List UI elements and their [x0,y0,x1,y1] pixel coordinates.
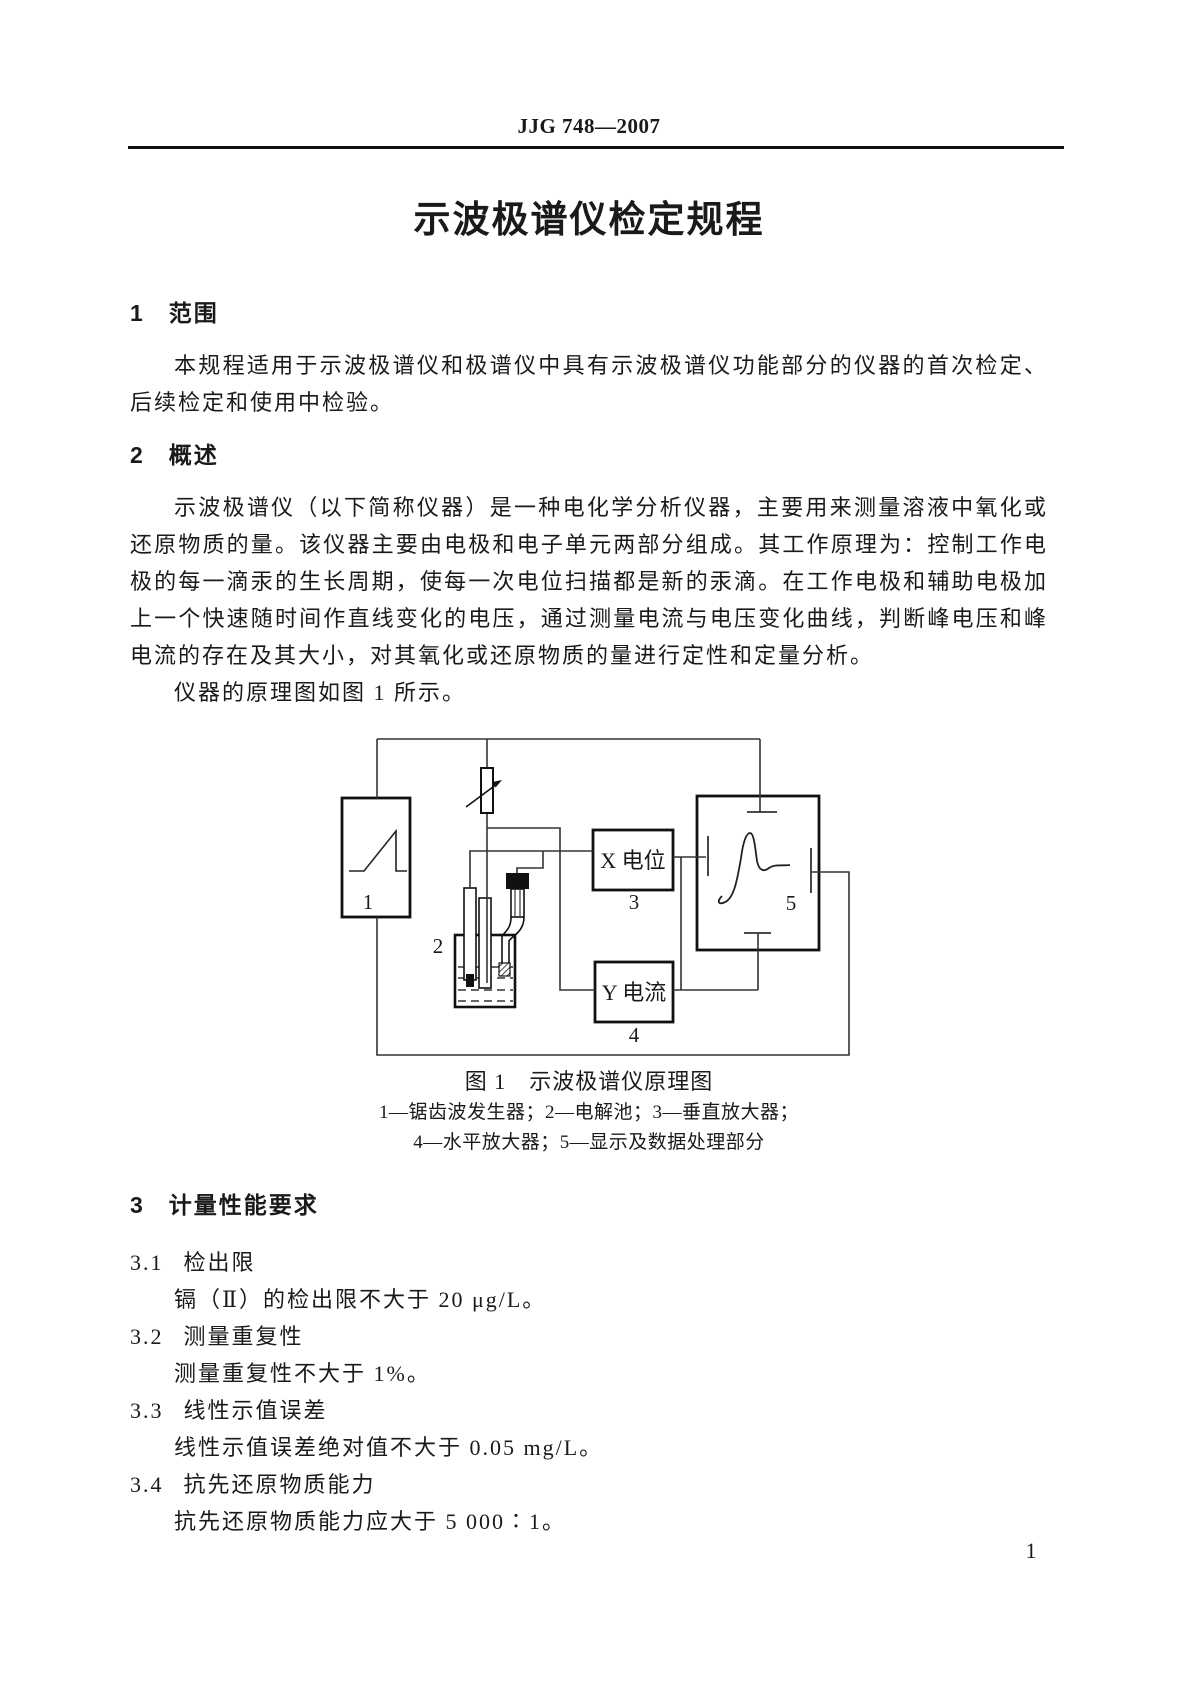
deflection-plates [707,811,812,934]
reference-electrode-arm [501,916,512,963]
subsection-3-2-heading: 3.2 测量重复性 [130,1323,304,1351]
figure-caption: 图 1 示波极谱仪原理图 [464,1069,714,1094]
figure-legend-line1: 1—锯齿波发生器；2—电解池；3—垂直放大器； [378,1102,799,1123]
sawtooth-generator-box [340,796,412,919]
subsection-title: 线性示值误差 [183,1398,328,1423]
subsection-3-1-heading: 3.1 检出限 [130,1249,256,1277]
section-3-title: 计量性能要求 [168,1192,319,1218]
paragraph-line: 上一个快速随时间作直线变化的电压，通过测量电流与电压变化曲线，判断峰电压和峰 [130,606,1048,631]
subsection-title: 抗先还原物质能力 [183,1472,376,1497]
subsection-3-3-heading: 3.3 线性示值误差 [130,1397,328,1425]
display-box [695,794,821,952]
section-2-number: 2 [130,442,145,468]
subsection-number: 3.3 [130,1398,164,1423]
subsection-3-4-body: 抗先还原物质能力应大于 5 000∶1。 [174,1509,567,1534]
section-1-title: 范围 [168,300,219,326]
reference-electrode-cap [506,873,529,889]
x-amplifier-box [591,828,675,892]
y-amplifier-label: Y 电流 [602,980,667,1005]
page-number: 1 [1025,1538,1037,1563]
paragraph-line: 极的每一滴汞的生长周期，使每一次电位扫描都是新的汞滴。在工作电极和辅助电极加 [130,569,1048,594]
x-amplifier-label: X 电位 [600,848,665,873]
y-amplifier-box [593,960,675,1024]
paragraph-line: 后续检定和使用中检验。 [130,390,395,415]
paragraph-line: 示波极谱仪（以下简称仪器）是一种电化学分析仪器，主要用来测量溶液中氧化或 [174,495,1048,520]
subsection-3-4-heading: 3.4 抗先还原物质能力 [130,1471,376,1499]
section-2-title: 概述 [168,442,219,468]
working-electrode-tip [466,974,474,987]
paragraph-line: 本规程适用于示波极谱仪和极谱仪中具有示波极谱仪功能部分的仪器的首次检定、 [174,353,1048,378]
reference-electrode-body [510,888,525,918]
section-2-heading: 2 概述 [130,441,219,470]
paragraph-line: 仪器的原理图如图 1 所示。 [174,680,467,705]
section-1-number: 1 [130,300,145,326]
subsection-3-1-body: 镉（Ⅱ）的检出限不大于 20 μg/L。 [174,1287,547,1312]
label-2: 2 [433,934,444,958]
header-rule [128,146,1064,149]
section-3-heading: 3 计量性能要求 [130,1191,319,1220]
figure-1-schematic: 1 2 X 电位 3 Y 电流 4 5 [340,738,850,1056]
subsection-number: 3.1 [130,1250,164,1275]
subsection-title: 检出限 [183,1250,256,1275]
label-5: 5 [786,891,797,915]
circuit-wires [376,738,850,1056]
polarogram-waveform-icon [717,832,791,905]
section-3-number: 3 [130,1192,145,1218]
label-4: 4 [629,1023,640,1047]
doc-code-header: JJG 748—2007 [517,114,661,138]
figure-legend-line2: 4—水平放大器；5—显示及数据处理部分 [413,1132,765,1153]
resistor-arrow [492,780,502,788]
sawtooth-waveform-icon [349,828,407,872]
subsection-title: 测量重复性 [183,1324,304,1349]
section-1-heading: 1 范围 [130,299,219,328]
subsection-number: 3.2 [130,1324,164,1349]
auxiliary-electrode [478,897,492,989]
label-3: 3 [629,890,640,914]
subsection-3-2-body: 测量重复性不大于 1%。 [174,1361,431,1386]
subsection-number: 3.4 [130,1472,164,1497]
working-electrode [463,887,477,981]
subsection-3-3-body: 线性示值误差绝对值不大于 0.05 mg/L。 [174,1435,604,1460]
paragraph-line: 电流的存在及其大小，对其氧化或还原物质的量进行定性和定量分析。 [130,643,875,668]
paragraph-line: 还原物质的量。该仪器主要由电极和电子单元两部分组成。其工作原理为：控制工作电 [130,532,1048,557]
label-1: 1 [363,890,374,914]
reference-electrode-frit [498,962,511,977]
page-title: 示波极谱仪检定规程 [413,199,765,240]
